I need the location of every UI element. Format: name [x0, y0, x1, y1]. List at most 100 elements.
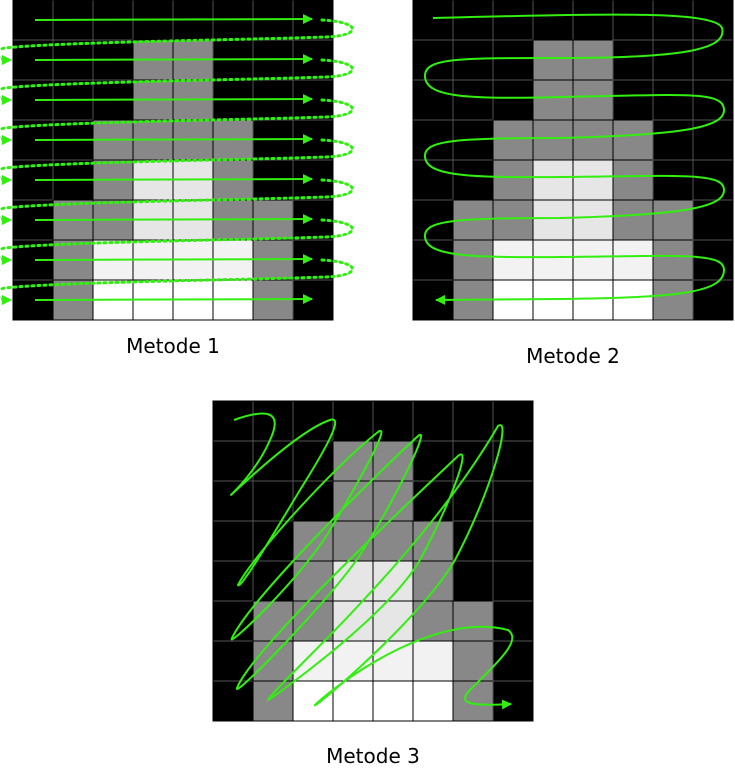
dotted-return-path	[0, 138, 354, 182]
return-arrowhead	[2, 255, 12, 265]
grid-cell	[492, 640, 534, 682]
scan-row-arrow	[34, 134, 313, 145]
caption-metode-2: Metode 2	[526, 344, 620, 368]
panel-metode-2: Metode 2	[412, 0, 734, 368]
scan-path-metode-2	[423, 13, 726, 305]
scan-row-arrow	[34, 174, 313, 185]
dotted-return-path	[0, 218, 354, 262]
grid-cell	[452, 600, 494, 642]
return-arrowhead	[2, 55, 12, 65]
grid-cell	[492, 119, 534, 161]
grid-cell	[612, 0, 654, 41]
return-arrowhead	[2, 175, 12, 185]
grid-cell	[452, 0, 494, 41]
grid-cell	[452, 159, 494, 201]
grid-cell	[412, 680, 454, 722]
serpentine-path	[423, 13, 726, 305]
dotted-return-path	[0, 18, 354, 62]
grid-cell	[252, 480, 294, 522]
grid-cell	[572, 0, 614, 41]
grid-cell	[492, 560, 534, 602]
scan-row-arrow	[34, 254, 313, 265]
scan-row-arrow	[34, 94, 313, 105]
grid-cell	[332, 680, 374, 722]
grid-cell	[492, 480, 534, 522]
grid-cell	[372, 640, 414, 682]
dotted-return-path	[0, 178, 354, 222]
grid-cell	[212, 520, 254, 562]
grid-cell	[252, 600, 294, 642]
scan-row-arrow	[34, 54, 313, 65]
grid-cell	[652, 0, 694, 41]
grid-cell	[532, 199, 574, 241]
grid-cell	[332, 520, 374, 562]
grid-cell	[412, 520, 454, 562]
grid-cell	[292, 600, 334, 642]
grid-cell	[452, 239, 494, 281]
grid-border	[12, 0, 334, 321]
grid-cell	[372, 520, 414, 562]
grid-cell	[532, 79, 574, 121]
grid-border	[212, 400, 534, 722]
grid-cell	[692, 119, 734, 161]
grid-cell	[492, 39, 534, 81]
grid-cell	[252, 640, 294, 682]
grid-cell	[372, 480, 414, 522]
grid-cell	[212, 680, 254, 722]
grid-cell	[612, 239, 654, 281]
caption-metode-3: Metode 3	[326, 744, 420, 768]
grid-cell	[652, 199, 694, 241]
grid-cell	[532, 159, 574, 201]
grid-cell	[612, 119, 654, 161]
dotted-return-path	[0, 98, 354, 142]
grid-cell	[292, 560, 334, 602]
grid-cell	[292, 640, 334, 682]
grid-cell	[412, 119, 454, 161]
grid-cell	[212, 440, 254, 482]
grid-cell	[652, 39, 694, 81]
grid-cell	[292, 480, 334, 522]
grid-cell	[692, 279, 734, 321]
grid-cell	[492, 199, 534, 241]
grid-cell	[652, 79, 694, 121]
grid-cell	[492, 79, 534, 121]
return-arrowhead	[2, 295, 12, 305]
grid-cell	[692, 39, 734, 81]
grid-cell	[692, 0, 734, 41]
grid-cell	[492, 239, 534, 281]
grid-cell	[492, 520, 534, 562]
grid-cell	[692, 79, 734, 121]
grid-cell	[492, 159, 534, 201]
grid-cell	[412, 640, 454, 682]
scan-row-arrow	[34, 214, 313, 225]
grid-cell	[612, 279, 654, 321]
grid-cell	[532, 0, 574, 41]
panel-metode-1: Metode 1	[0, 0, 354, 358]
grid-cell	[212, 400, 254, 442]
grid-cell	[452, 79, 494, 121]
grid-cell	[612, 199, 654, 241]
grid-cell	[532, 119, 574, 161]
return-arrowhead	[2, 215, 12, 225]
grid-cell	[412, 159, 454, 201]
grid-cell	[332, 440, 374, 482]
dotted-return-path	[0, 258, 354, 302]
grid-cell	[692, 199, 734, 241]
grid-cell	[412, 560, 454, 602]
grid-cell	[412, 79, 454, 121]
grid-cell	[452, 400, 494, 442]
grid-cell	[412, 239, 454, 281]
return-arrowhead	[2, 95, 12, 105]
grid-cell	[292, 680, 334, 722]
grid-cell	[572, 39, 614, 81]
grid-cell	[372, 680, 414, 722]
grid-cell	[652, 279, 694, 321]
grid-cell	[372, 400, 414, 442]
grid-cell	[492, 600, 534, 642]
grid-cell	[492, 680, 534, 722]
grid-cell	[212, 480, 254, 522]
pixel-grid-metode-2	[412, 0, 734, 321]
grid-cell	[652, 239, 694, 281]
grid-cell	[612, 79, 654, 121]
